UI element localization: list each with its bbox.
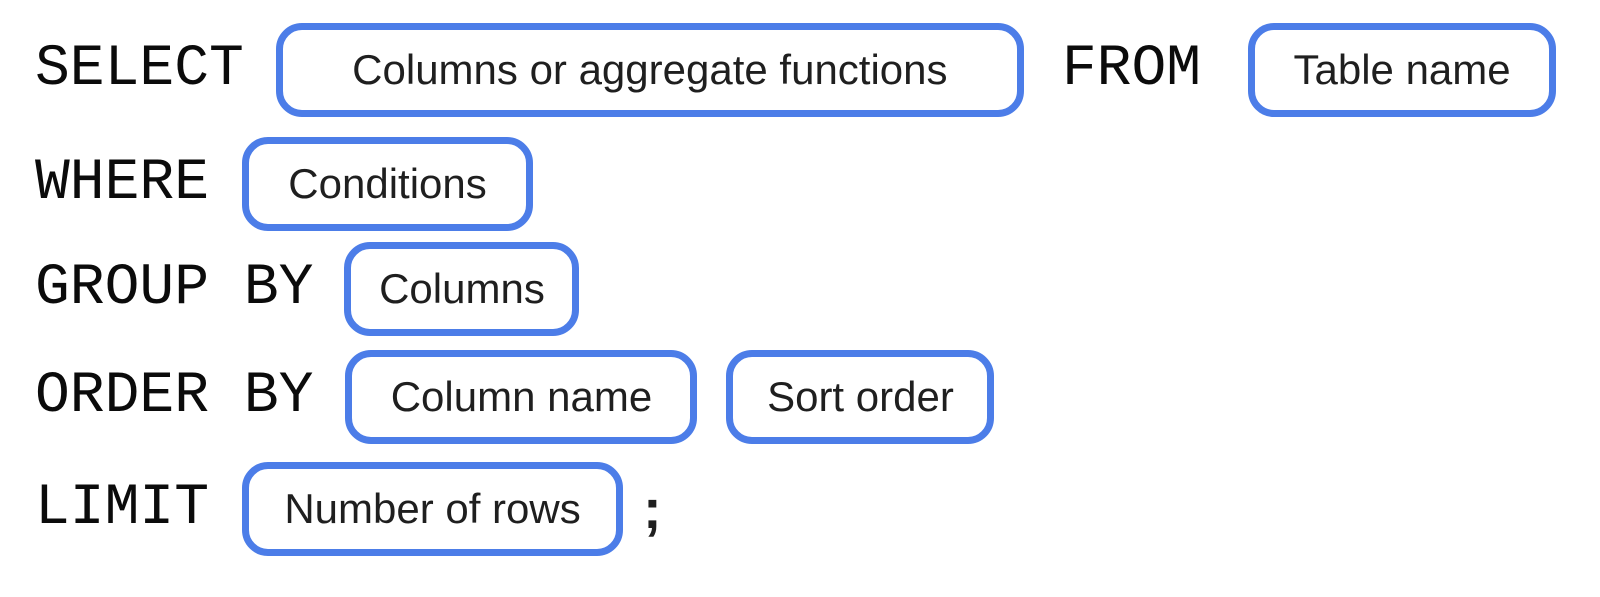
pill-table-name: Table name <box>1248 23 1557 117</box>
keyword-group-by: GROUP BY <box>35 256 314 321</box>
keyword-from: FROM <box>1061 37 1202 102</box>
row-select-from: SELECT Columns or aggregate functions FR… <box>35 23 1557 117</box>
pill-columns: Columns <box>344 242 580 336</box>
pill-column-name: Column name <box>345 350 698 444</box>
keyword-where: WHERE <box>35 151 210 216</box>
keyword-limit: LIMIT <box>35 476 210 541</box>
row-group-by: GROUP BY Columns <box>35 242 580 336</box>
keyword-select: SELECT <box>35 37 244 102</box>
row-limit: LIMIT Number of rows ; <box>35 462 662 556</box>
pill-sort-order: Sort order <box>726 350 995 444</box>
semicolon-terminator: ; <box>643 477 662 540</box>
row-where: WHERE Conditions <box>35 137 534 231</box>
pill-columns-or-aggregate-functions: Columns or aggregate functions <box>275 23 1024 117</box>
keyword-order-by: ORDER BY <box>35 364 314 429</box>
pill-conditions: Conditions <box>242 137 534 231</box>
row-order-by: ORDER BY Column name Sort order <box>35 350 995 444</box>
pill-number-of-rows: Number of rows <box>242 462 624 556</box>
